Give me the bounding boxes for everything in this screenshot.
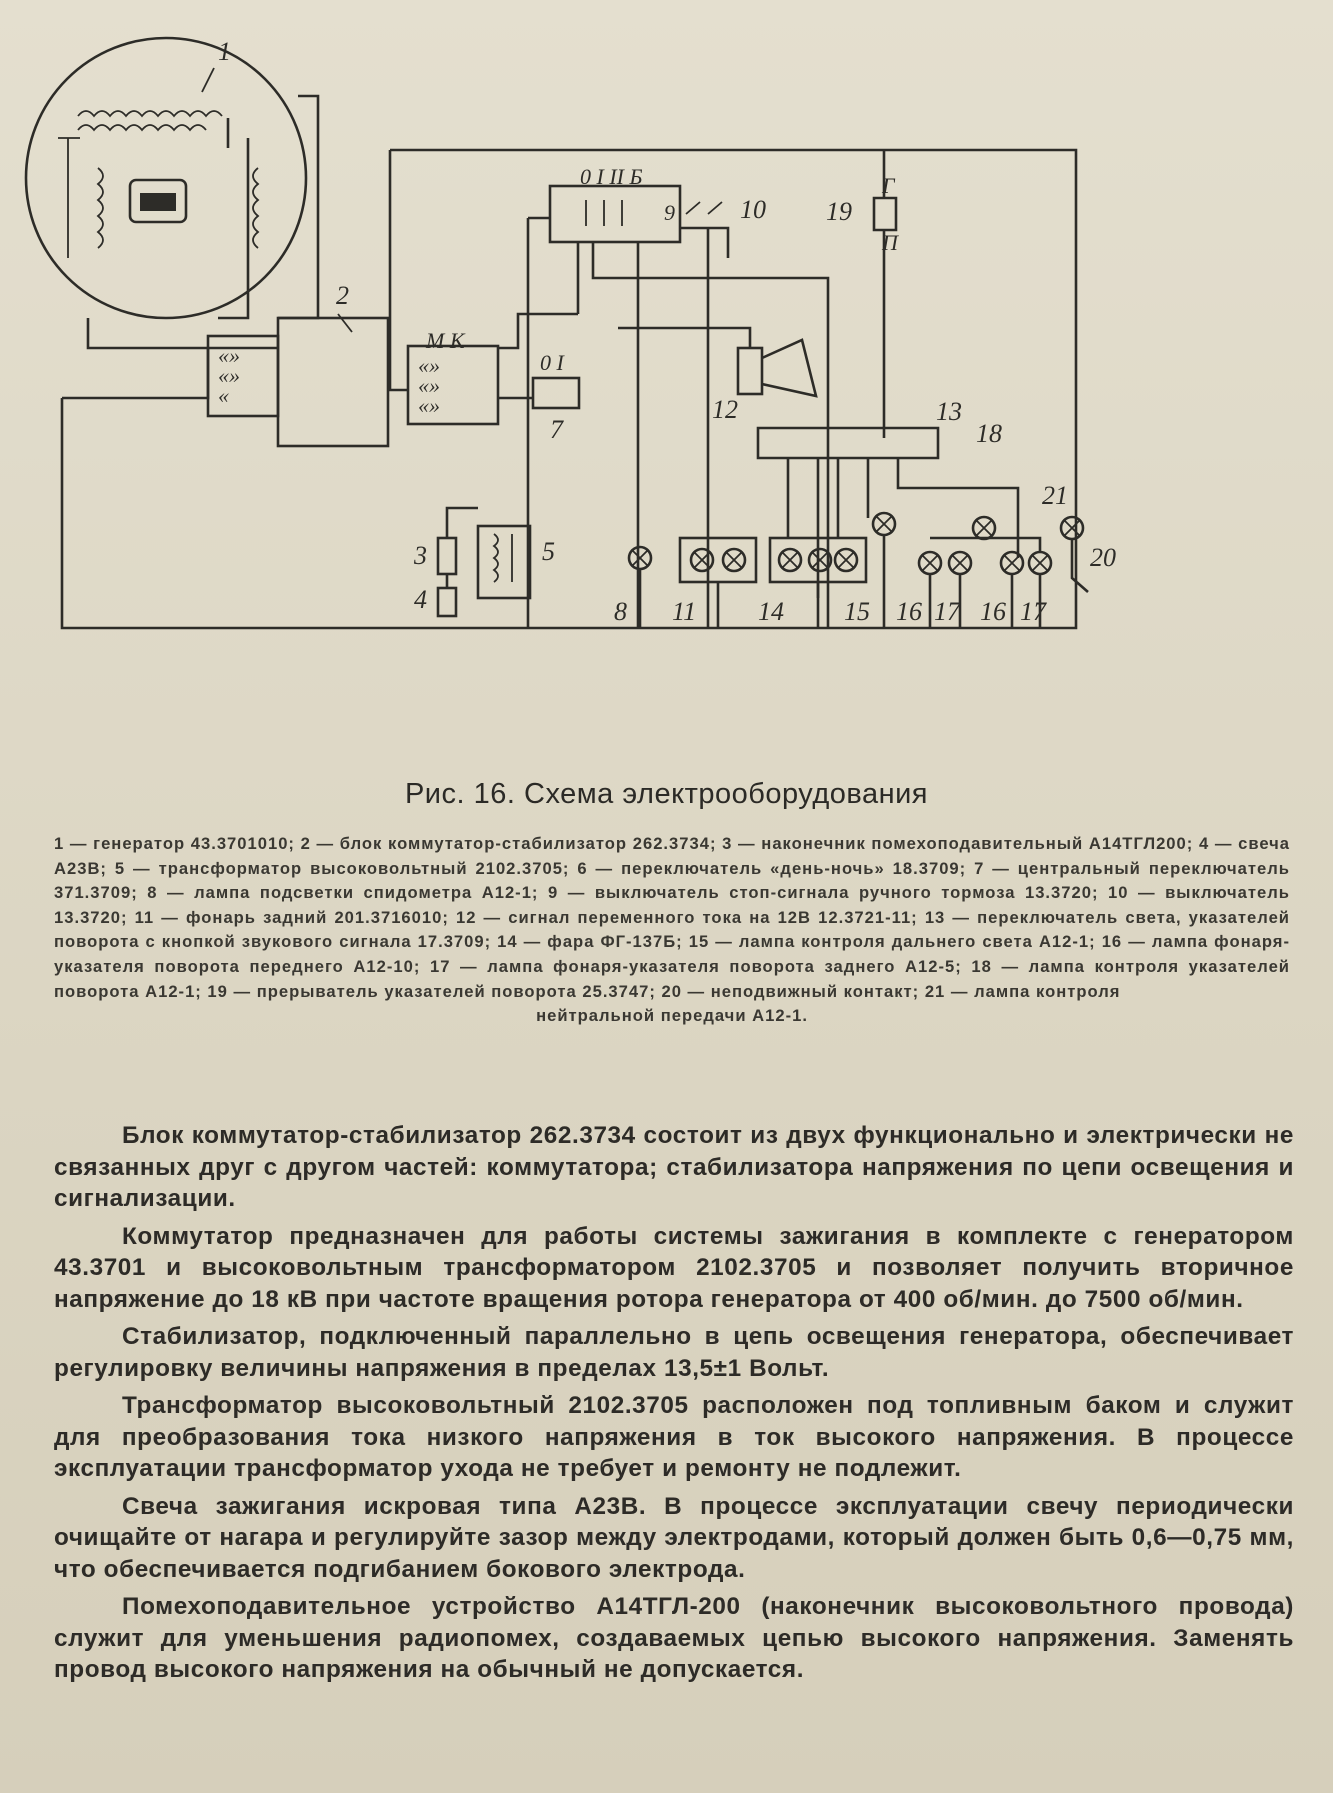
legend-text: 1 — генератор 43.3701010; 2 — блок комму… [54,834,1290,1001]
connector-glyphs-mk-3: «» [418,393,440,418]
connector-glyphs-left-2: «» [218,363,240,388]
wire-gen-left [62,346,278,400]
switch-6-box [548,184,682,244]
lamp-17b [1027,550,1053,576]
generator-rotor-core [140,193,176,211]
horn-12-bell [761,338,818,398]
label-13: 13 [936,397,962,426]
connector-glyphs-mk-2: «» [418,373,440,398]
label-2: 2 [336,281,349,310]
label-12: 12 [712,395,738,424]
paragraph: Трансформатор высоковольтный 2102.3705 р… [54,1392,1294,1482]
contact-20 [1070,540,1089,593]
lamp-16a [917,550,943,576]
lamp-18 [971,515,997,541]
lamp-14b [807,547,833,573]
label-p: П [881,230,899,255]
lamp-16b [999,550,1025,576]
label-g: Г [881,173,896,198]
label-15: 15 [844,597,870,626]
paragraph: Блок коммутатор-стабилизатор 262.3734 со… [54,1122,1294,1212]
switches-9-10 [685,201,723,215]
connector-glyphs-left-1: «» [218,343,240,368]
wire-frame-to-mk [388,150,408,392]
label-21: 21 [1042,481,1068,510]
generator-winding-top [77,110,223,118]
label-20: 20 [1090,543,1116,572]
label-9: 9 [664,200,675,225]
lamp-21 [1059,515,1085,541]
label-7: 7 [550,415,564,444]
main-frame-wire [60,148,1078,630]
label-16a: 16 [896,597,922,626]
interrupter-19 [872,150,898,438]
label-8: 8 [614,597,627,626]
transformer-5 [476,524,532,600]
switch-13-box [756,426,940,460]
generator-winding-left [96,167,104,249]
wire-mk-up [498,312,578,350]
paragraph: Свеча зажигания искровая типа А23В. В пр… [54,1492,1294,1583]
figure-caption: Рис. 16. Схема электрооборудования [404,778,929,810]
connector-glyphs-mk-1: «» [418,353,440,378]
leader-1 [201,67,215,93]
switch-6-contacts [585,200,623,226]
label-6: 0 I II Б [580,164,642,189]
legend-last-line: нейтральной передачи А12-1. [536,1006,808,1026]
paragraph: Коммутатор предназначен для работы систе… [54,1222,1294,1313]
generator-winding-right [252,167,260,249]
lamp-15 [871,511,897,537]
label-17b: 17 [1020,597,1047,626]
label-10: 10 [740,195,766,224]
wires-switch-6 [526,216,830,628]
generator-rotor [128,178,188,224]
label-18: 18 [976,419,1002,448]
generator-terminal [58,137,80,258]
label-5: 5 [542,537,555,566]
label-17a: 17 [934,597,961,626]
transformer-5-winding [492,533,513,583]
figure-legend: 1 — генератор 43.3701010; 2 — блок комму… [54,832,1290,1029]
lamp-ground-wires [638,536,1042,628]
generator-circle [24,36,308,320]
wire-ht [445,506,478,588]
paragraph: Помехоподавительное устройство А14ТГЛ-20… [54,1593,1294,1683]
connector-mk [406,344,500,426]
suppressor-3 [436,536,458,576]
lamp-8 [627,545,653,571]
label-19: 19 [826,197,852,226]
lamp-14a [777,547,803,573]
label-11: 11 [672,597,696,626]
wire-horn [618,326,752,348]
label-16b: 16 [980,597,1006,626]
block-2-box [276,316,390,448]
label-mk: М К [425,328,466,353]
connector-glyphs-left-3: « [218,383,229,408]
wiring-diagram: 1 «» «» « 2 М К «» «» «» [18,18,1318,758]
label-3: 3 [413,541,427,570]
label-1: 1 [218,37,231,66]
label-4: 4 [414,585,427,614]
wiring-diagram-svg: 1 «» «» « 2 М К «» «» «» [24,36,1116,630]
paragraph: Стабилизатор, подключенный параллельно в… [54,1323,1294,1382]
label-o1: 0 I [540,350,566,375]
wire-gen-connectors [86,94,320,350]
lamp-11a [689,547,715,573]
generator-winding-top-2 [77,124,207,132]
body-text: Блок коммутатор-стабилизатор 262.3734 со… [54,1120,1294,1692]
label-14: 14 [758,597,784,626]
leader-2 [337,313,353,333]
lamp-17a [947,550,973,576]
wires-switch-13 [786,458,1020,598]
lamp-11b [721,547,747,573]
horn-12-box [736,346,764,396]
lamp-14c [833,547,859,573]
spark-plug-4 [436,586,458,618]
switch-7-box [531,376,581,410]
